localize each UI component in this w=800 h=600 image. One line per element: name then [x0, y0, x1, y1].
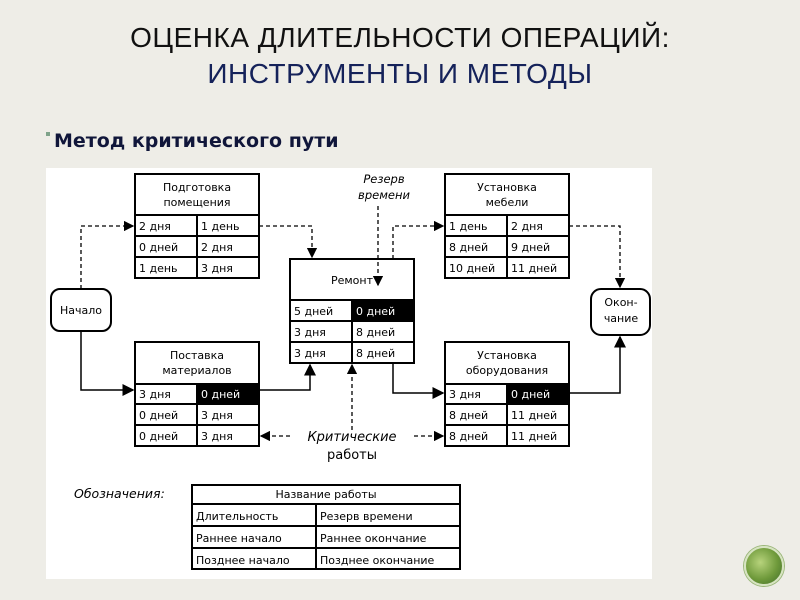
svg-text:Раннее окончание: Раннее окончание	[320, 532, 427, 545]
svg-text:0 дней: 0 дней	[511, 388, 550, 401]
svg-text:2 дня: 2 дня	[511, 220, 543, 233]
node-start: Начало	[50, 288, 112, 332]
node-install-furniture: Установка мебели 1 день 2 дня 8 дней 9 д…	[444, 173, 570, 279]
svg-text:8 дней: 8 дней	[449, 241, 488, 254]
svg-text:3 дня: 3 дня	[449, 388, 481, 401]
svg-text:0 дней: 0 дней	[139, 430, 178, 443]
svg-text:3 дня: 3 дня	[294, 347, 326, 360]
svg-text:11 дней: 11 дней	[511, 430, 557, 443]
svg-text:Установка: Установка	[477, 181, 537, 194]
svg-text:Ремонт: Ремонт	[331, 274, 374, 287]
slide-title-line1: ОЦЕНКА ДЛИТЕЛЬНОСТИ ОПЕРАЦИЙ:	[130, 22, 670, 53]
svg-text:3 дня: 3 дня	[294, 326, 326, 339]
noncritical-arrows	[80, 206, 626, 442]
bullet-item: Метод критического пути	[46, 130, 339, 152]
svg-text:Поставка: Поставка	[170, 349, 224, 362]
svg-text:материалов: материалов	[162, 364, 231, 377]
svg-text:Начало: Начало	[60, 304, 102, 317]
legend-table: Название работы Длительность Резерв врем…	[191, 484, 461, 570]
svg-text:Установка: Установка	[477, 349, 537, 362]
svg-text:2 дня: 2 дня	[139, 220, 171, 233]
svg-text:Название работы: Название работы	[275, 488, 376, 501]
svg-text:оборудования: оборудования	[466, 364, 548, 377]
svg-text:8 дней: 8 дней	[449, 409, 488, 422]
svg-text:Позднее начало: Позднее начало	[196, 554, 290, 567]
svg-text:5 дней: 5 дней	[294, 305, 333, 318]
svg-text:3 дня: 3 дня	[201, 262, 233, 275]
node-title: Подготовка	[163, 181, 231, 194]
svg-text:Длительность: Длительность	[196, 510, 278, 523]
svg-text:3 дня: 3 дня	[201, 430, 233, 443]
svg-text:2 дня: 2 дня	[201, 241, 233, 254]
svg-text:3 дня: 3 дня	[201, 409, 233, 422]
reserve-label: Резерв	[363, 172, 405, 186]
node-end: Окон- чание	[590, 288, 651, 336]
node-prep-room: Подготовка помещения 2 дня 1 день 0 дней…	[134, 173, 260, 279]
svg-text:9 дней: 9 дней	[511, 241, 550, 254]
svg-text:1 день: 1 день	[449, 220, 488, 233]
svg-text:1 день: 1 день	[201, 220, 240, 233]
svg-text:8 дней: 8 дней	[356, 347, 395, 360]
svg-text:0 дней: 0 дней	[356, 305, 395, 318]
svg-text:Окон-: Окон-	[604, 296, 637, 309]
svg-text:0 дней: 0 дней	[139, 241, 178, 254]
svg-text:мебели: мебели	[486, 196, 529, 209]
legend-label: Обозначения:	[74, 486, 165, 501]
svg-text:чание: чание	[604, 312, 639, 325]
svg-text:8 дней: 8 дней	[449, 430, 488, 443]
svg-text:1 день: 1 день	[139, 262, 178, 275]
critical-path-arrows	[80, 331, 626, 399]
critical-label: работы	[327, 448, 377, 463]
node-title: помещения	[163, 196, 230, 209]
node-repair: Ремонт 5 дней 0 дней 3 дня 8 дней 3 дня …	[289, 258, 415, 364]
svg-text:Раннее начало: Раннее начало	[196, 532, 282, 545]
svg-text:3 дня: 3 дня	[139, 388, 171, 401]
svg-text:Позднее окончание: Позднее окончание	[320, 554, 435, 567]
node-supply-materials: Поставка материалов 3 дня 0 дней 0 дней …	[134, 341, 260, 447]
svg-text:11 дней: 11 дней	[511, 409, 557, 422]
bullet-dot-icon	[46, 132, 50, 136]
svg-text:10 дней: 10 дней	[449, 262, 495, 275]
svg-text:Резерв времени: Резерв времени	[320, 510, 413, 523]
corner-logo-icon	[744, 546, 784, 586]
svg-text:0 дней: 0 дней	[201, 388, 240, 401]
svg-text:0 дней: 0 дней	[139, 409, 178, 422]
reserve-label: времени	[358, 188, 410, 202]
network-diagram: Подготовка помещения 2 дня 1 день 0 дней…	[50, 172, 651, 570]
diagram-panel: Подготовка помещения 2 дня 1 день 0 дней…	[46, 168, 652, 579]
svg-text:8 дней: 8 дней	[356, 326, 395, 339]
svg-text:11 дней: 11 дней	[511, 262, 557, 275]
critical-label: Критические	[307, 430, 396, 445]
node-install-equipment: Установка оборудования 3 дня 0 дней 8 дн…	[444, 341, 570, 447]
bullet-text: Метод критического пути	[54, 130, 339, 152]
slide-title-line2: ИНСТРУМЕНТЫ И МЕТОДЫ	[207, 58, 593, 89]
